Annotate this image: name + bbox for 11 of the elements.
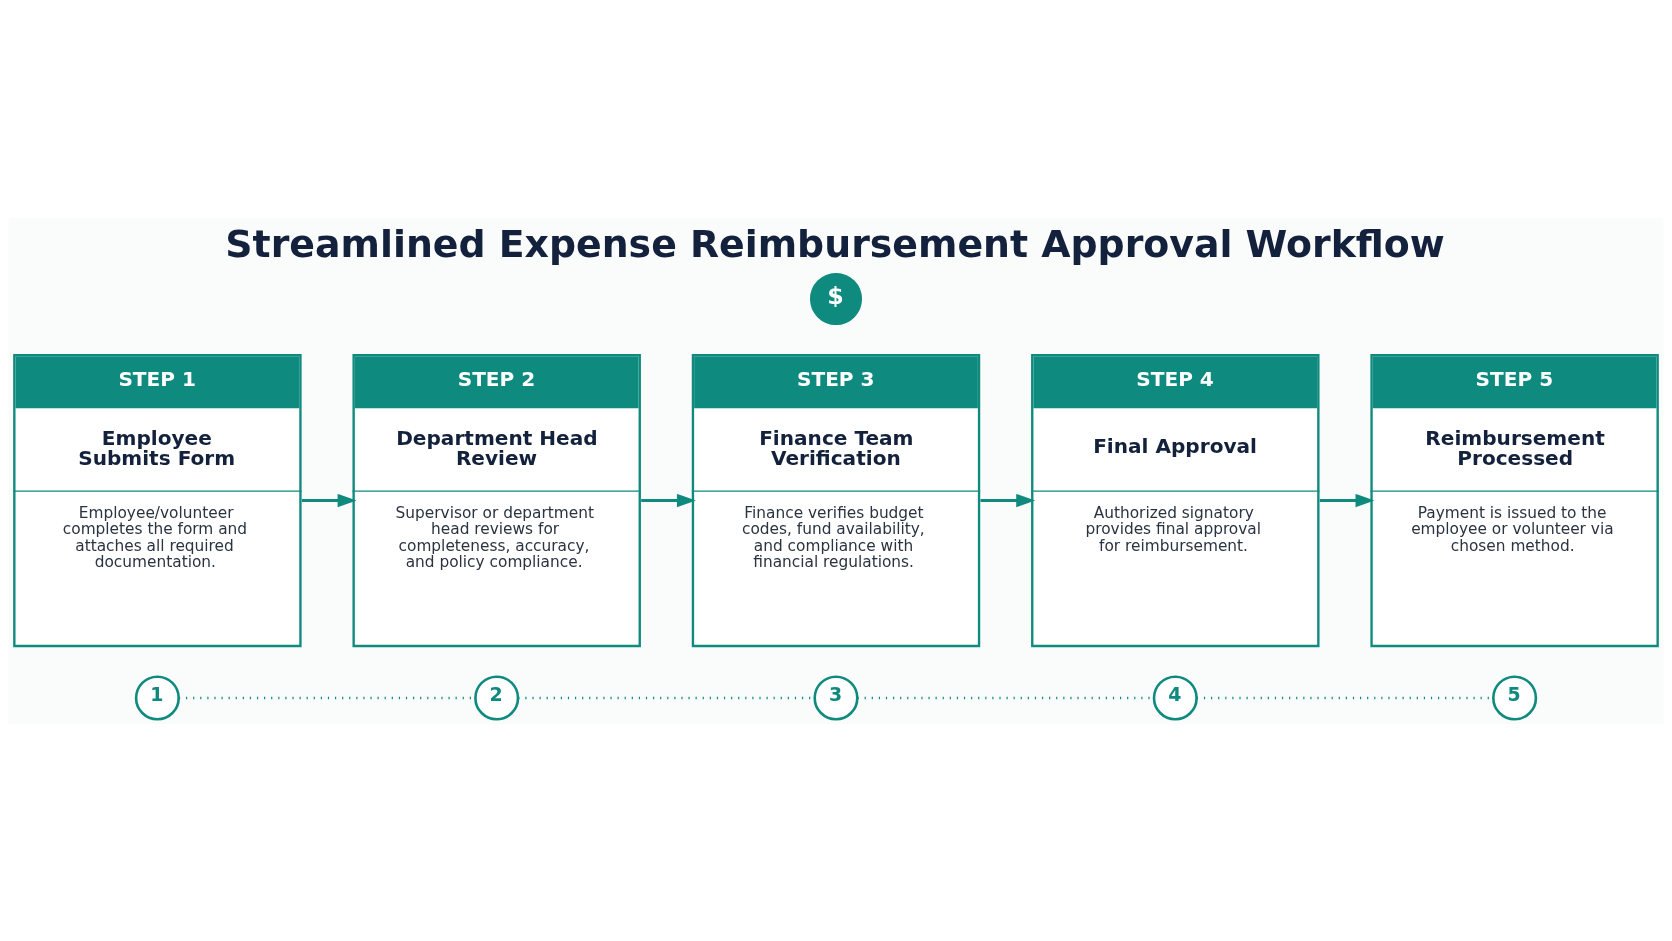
- arrow: [301, 493, 357, 507]
- arrow: [1319, 493, 1375, 507]
- node-circle: 3: [813, 674, 859, 721]
- arrow: [641, 493, 696, 507]
- diagram-title: Streamlined Expense Reimbursement Approval Workflow: [225, 221, 1445, 266]
- node-circle: 1: [134, 674, 180, 721]
- node-circle: $: [810, 272, 862, 325]
- node-circle: 4: [1152, 674, 1198, 721]
- node-circle: 5: [1492, 674, 1538, 721]
- node-circle: 2: [474, 674, 520, 721]
- arrow: [980, 493, 1036, 507]
